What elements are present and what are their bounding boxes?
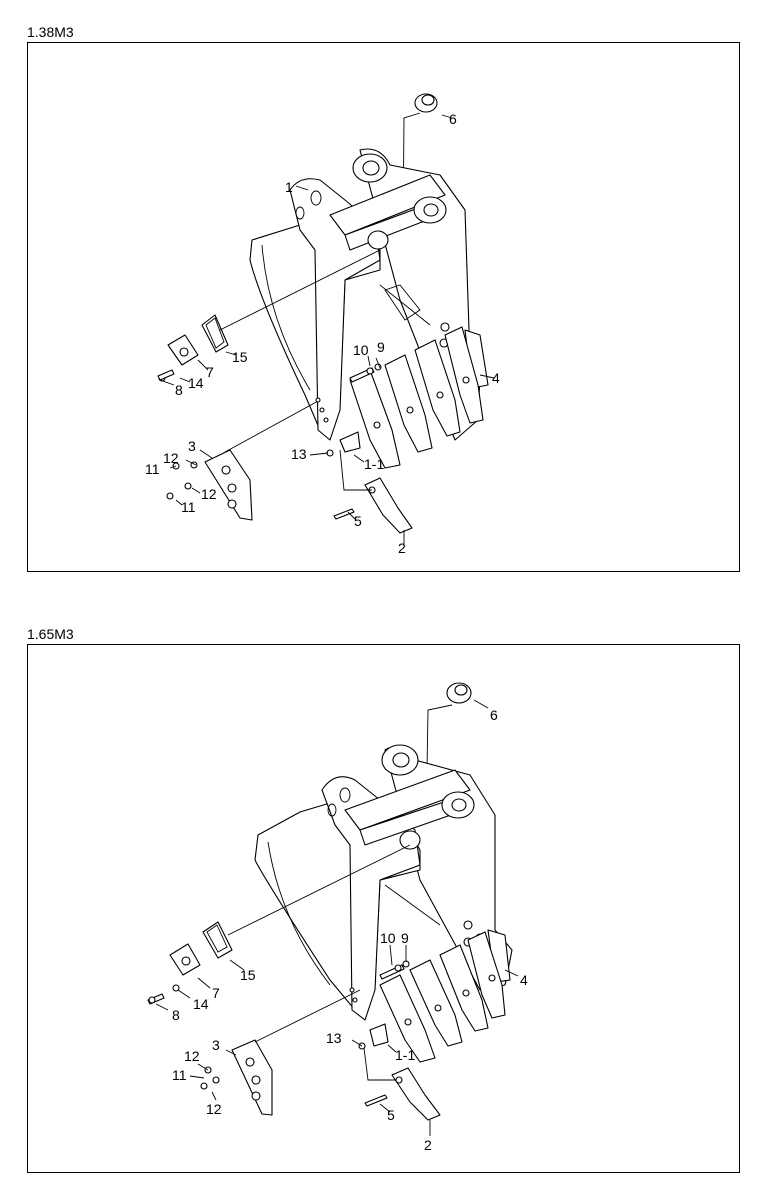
- pin-part: [414, 93, 438, 113]
- pin-part: [446, 682, 472, 704]
- part-label-7: 7: [206, 364, 214, 380]
- part-label-14: 14: [188, 375, 204, 391]
- bucket-body: [254, 744, 513, 1021]
- part-label-15: 15: [232, 349, 248, 365]
- part-label-1: 1: [285, 179, 293, 195]
- pin-5-part: [333, 508, 355, 520]
- part-label-4: 4: [492, 370, 500, 386]
- washer-part: [167, 334, 199, 366]
- part-label-15: 15: [240, 967, 256, 983]
- pin-5-part: [364, 1094, 388, 1107]
- washer-part: [169, 943, 201, 976]
- bushing-part: [202, 921, 233, 959]
- tooth-part: [364, 477, 413, 534]
- part-label-12: 12: [201, 486, 217, 502]
- part-label-10: 10: [353, 342, 369, 358]
- part-label-1-1: 1-1: [395, 1047, 415, 1063]
- part-label-7: 7: [212, 985, 220, 1001]
- part-label-5: 5: [354, 513, 362, 529]
- part-label-11: 11: [172, 1067, 187, 1083]
- diagram-frame: [27, 644, 740, 1173]
- part-label-11: 11: [181, 499, 196, 515]
- part-label-1-1: 1-1: [364, 456, 384, 472]
- part-label-3: 3: [188, 438, 196, 454]
- teeth-row: [339, 326, 484, 469]
- part-label-4: 4: [520, 972, 528, 988]
- teeth-row: [369, 931, 506, 1063]
- part-label-13: 13: [291, 446, 307, 462]
- bucket-exploded-diagram: 6 1 15 7 14 8 10 9 4 13 1-1 5 2 3 12 11 …: [145, 93, 500, 556]
- part-label-6: 6: [490, 707, 498, 723]
- side-cutter-part: [231, 1039, 273, 1116]
- part-label-11: 11: [145, 461, 160, 477]
- part-label-5: 5: [387, 1107, 395, 1123]
- bushing-part: [201, 314, 229, 353]
- bolt-nut-parts: [349, 363, 382, 383]
- part-label-8: 8: [175, 382, 183, 398]
- diagram-frame: [27, 42, 740, 572]
- diagram-caption: 1.65M3: [27, 626, 74, 642]
- bolt-nut-parts: [379, 960, 410, 980]
- part-label-6: 6: [449, 111, 457, 127]
- part-label-9: 9: [377, 339, 385, 355]
- diagram-caption: 1.38M3: [27, 24, 74, 40]
- part-label-8: 8: [172, 1007, 180, 1023]
- part-label-2: 2: [398, 540, 406, 556]
- part-label-12: 12: [206, 1101, 222, 1117]
- part-label-3: 3: [212, 1037, 220, 1053]
- part-label-2: 2: [424, 1137, 432, 1153]
- part-label-12: 12: [184, 1048, 200, 1064]
- bucket-body: [249, 148, 489, 441]
- part-label-10: 10: [380, 930, 396, 946]
- part-label-14: 14: [193, 996, 209, 1012]
- part-label-12: 12: [163, 450, 179, 466]
- part-label-13: 13: [326, 1030, 342, 1046]
- tooth-part: [391, 1067, 441, 1121]
- part-label-9: 9: [401, 930, 409, 946]
